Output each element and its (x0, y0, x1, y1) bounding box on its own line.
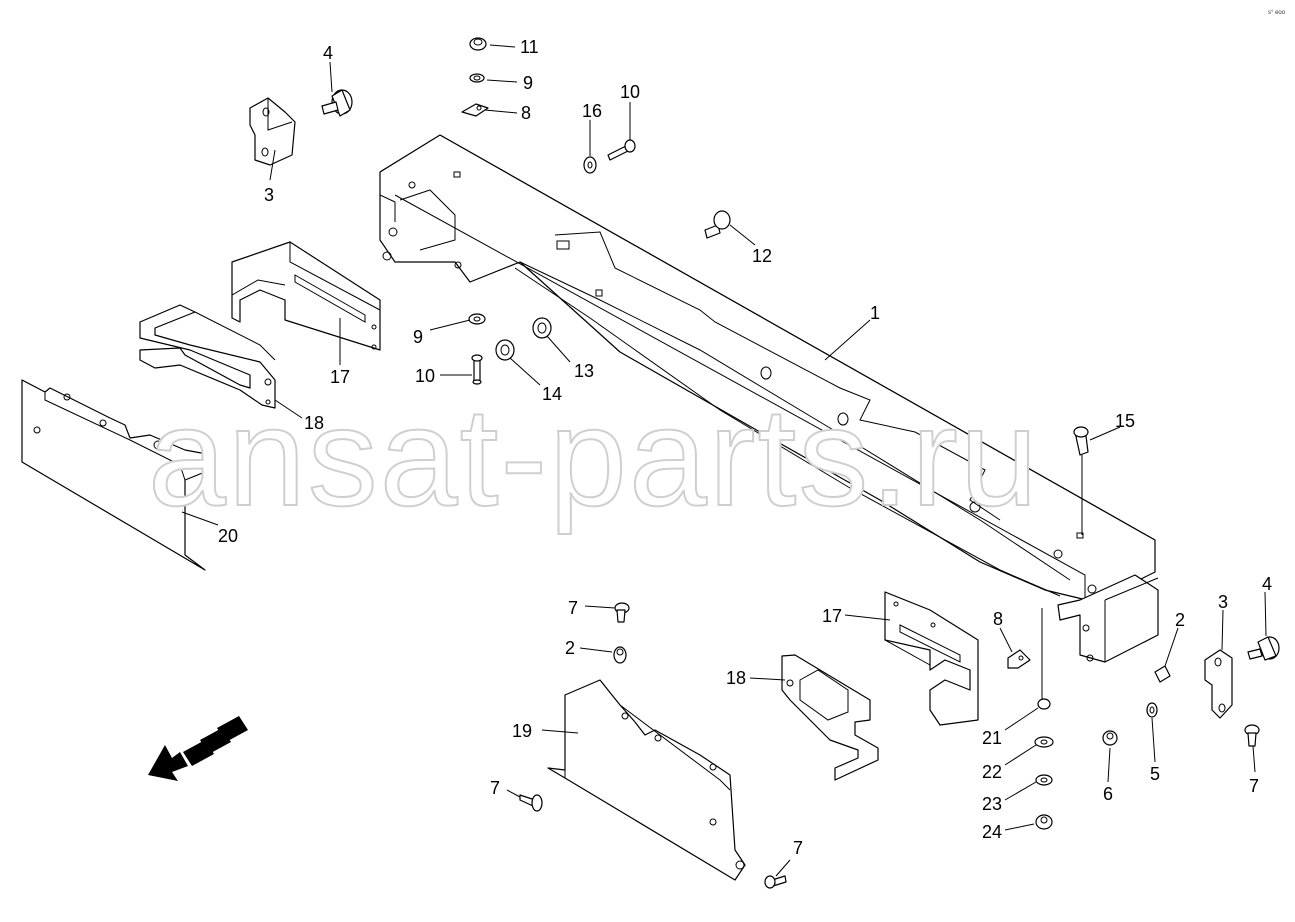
callout-19: 19 (512, 721, 532, 741)
callout-7-c: 7 (793, 838, 803, 858)
callout-16: 16 (582, 101, 602, 121)
bolt-part-15 (1073, 426, 1089, 456)
left-rubber-mount-part-4 (321, 89, 353, 117)
bolt-part-10-top (607, 139, 636, 161)
washer-part-5 (1146, 702, 1158, 718)
callout-7-a: 7 (568, 598, 578, 618)
nut-part-11 (469, 37, 487, 51)
nut-part-6 (1102, 730, 1118, 746)
forward-direction-arrow-icon (148, 716, 248, 781)
callout-6: 6 (1103, 784, 1113, 804)
callout-10-a: 10 (620, 82, 640, 102)
callout-8-a: 8 (521, 103, 531, 123)
callout-22: 22 (982, 762, 1002, 782)
nut-part-14 (495, 339, 515, 361)
rear-bracket-part (1057, 574, 1159, 663)
callout-15: 15 (1115, 411, 1135, 431)
callout-4-a: 4 (323, 43, 333, 63)
callout-18-b: 18 (726, 668, 746, 688)
callout-4-b: 4 (1262, 574, 1272, 594)
callout-21: 21 (982, 728, 1002, 748)
bolt-part-10-mid (471, 354, 483, 385)
rubber-pad-part-12 (704, 210, 731, 239)
callout-2-b: 2 (1175, 610, 1185, 630)
callout-10-b: 10 (415, 366, 435, 386)
spacer-part-2-b (1154, 665, 1171, 683)
callout-8-b: 8 (993, 609, 1003, 629)
callout-2-a: 2 (565, 638, 575, 658)
bolt-part-7-c (764, 875, 787, 889)
washer-part-16 (583, 156, 597, 174)
callout-17-b: 17 (822, 606, 842, 626)
callout-9-a: 9 (523, 73, 533, 93)
washer-part-9-top (469, 73, 485, 83)
left-mount-part-3 (249, 97, 296, 166)
callout-20: 20 (218, 526, 238, 546)
clip-part-8-top (461, 103, 489, 117)
callout-5: 5 (1150, 764, 1160, 784)
corner-mark: s° eoo (1268, 10, 1286, 16)
right-rubber-mount-part-4 (1247, 636, 1280, 661)
callout-17-a: 17 (330, 367, 350, 387)
callout-18-a: 18 (304, 413, 324, 433)
callout-7-d: 7 (1249, 776, 1259, 796)
callout-1: 1 (870, 303, 880, 323)
callout-7-b: 7 (490, 778, 500, 798)
washer-part-9-mid (468, 313, 486, 325)
lower-guard-part-19 (547, 679, 746, 881)
bolt-part-7-b (519, 794, 543, 812)
left-guard-part-20 (21, 379, 213, 571)
bolt-part-7-a (614, 602, 630, 623)
right-bracket-part-18 (781, 654, 879, 781)
watermark-text: ansat-parts.ru (148, 378, 1040, 535)
washer-part-13 (532, 317, 552, 339)
bolt-part-7-d (1244, 724, 1260, 747)
washer-part-22 (1034, 736, 1054, 748)
callout-3-b: 3 (1218, 592, 1228, 612)
right-bracket-part-17 (884, 591, 979, 726)
frame-rail-part (379, 134, 1156, 603)
clip-part-8-right (1007, 649, 1031, 669)
leader-lines (181, 44, 1267, 877)
left-bracket-part-18 (139, 304, 276, 409)
callout-13: 13 (574, 361, 594, 381)
callout-23: 23 (982, 794, 1002, 814)
callout-12: 12 (752, 246, 772, 266)
washer-part-23 (1035, 774, 1053, 786)
callout-3-a: 3 (264, 185, 274, 205)
callout-9-b: 9 (413, 327, 423, 347)
spacer-part-2-a (613, 646, 627, 664)
callout-24: 24 (982, 822, 1002, 842)
right-mount-part-3 (1204, 649, 1233, 719)
left-bracket-part-17 (231, 241, 381, 351)
callout-labels: 1 2 2 3 3 4 4 5 6 7 7 7 7 8 8 9 9 10 10 … (218, 37, 1272, 858)
spacer-part-21 (1037, 698, 1051, 710)
callout-11: 11 (520, 37, 539, 57)
callout-14: 14 (542, 384, 562, 404)
nut-part-24 (1035, 814, 1053, 830)
